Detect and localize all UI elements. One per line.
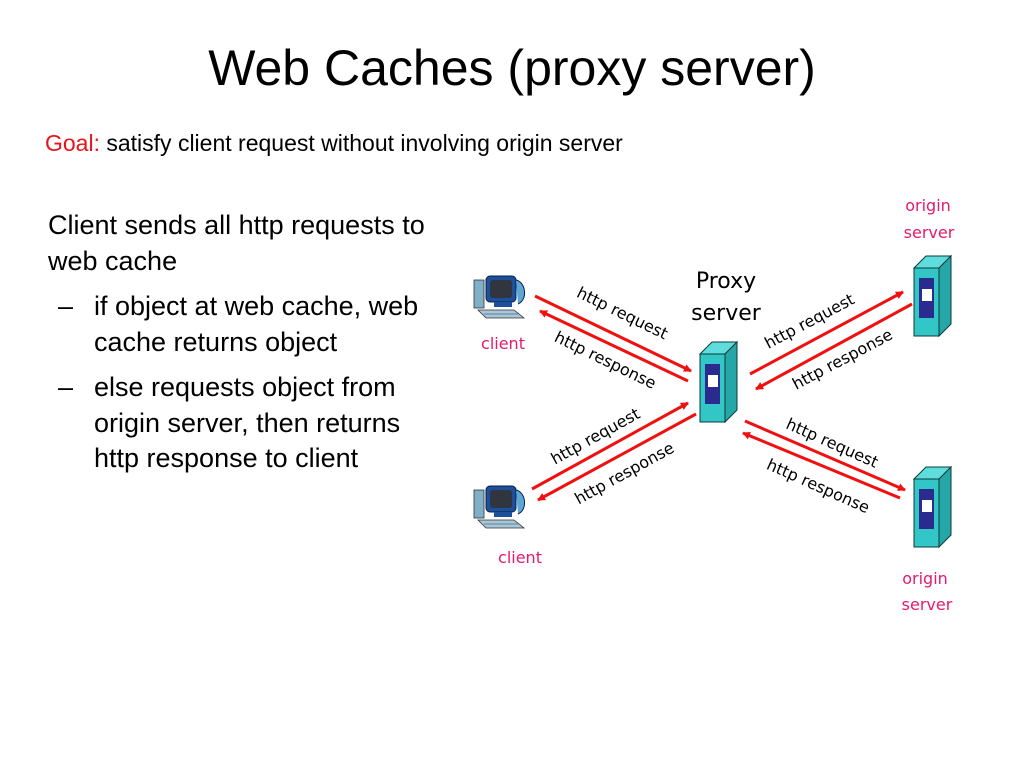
- slide-title: Web Caches (proxy server): [208, 40, 816, 96]
- client-label: client: [498, 548, 542, 567]
- arrow-proxy-origin-top-request: [749, 290, 904, 376]
- arrow-proxy-origin-top-response: [755, 302, 913, 391]
- goal-label: Goal:: [45, 130, 100, 156]
- arrow-client-bottom-response: [537, 412, 697, 502]
- sub-bullet-text: if object at web cache, web cache return…: [94, 291, 419, 357]
- origin-server-label: origin: [905, 196, 951, 215]
- origin-server-label: server: [902, 595, 953, 614]
- sub-bullet-cache-hit: – if object at web cache, web cache retu…: [48, 289, 448, 360]
- arrow-client-top-request: [534, 294, 692, 373]
- arrow-proxy-origin-bottom-response: [742, 431, 901, 500]
- origin-server-label: server: [904, 223, 955, 242]
- goal-statement: Goal: satisfy client request without inv…: [45, 128, 623, 158]
- goal-text: satisfy client request without involving…: [99, 130, 623, 156]
- origin-server-icon: [913, 255, 952, 337]
- origin-server-icon: [913, 466, 952, 548]
- bullet-main: Client sends all http requests to web ca…: [48, 210, 425, 276]
- dash-marker: –: [58, 372, 74, 402]
- arrow-client-top-response: [539, 309, 689, 383]
- client-computer-icon: [473, 275, 526, 319]
- proxy-server-label: Proxy: [696, 269, 756, 294]
- origin-server-label: origin: [902, 569, 948, 588]
- link-label-response: http response: [789, 325, 896, 394]
- bullet-list: Client sends all http requests to web ca…: [48, 208, 448, 477]
- client-computer-icon: [473, 485, 526, 529]
- client-label: client: [481, 334, 525, 353]
- proxy-server-icon: [699, 341, 738, 423]
- sub-bullet-cache-miss: – else requests object from origin serve…: [48, 370, 448, 477]
- proxy-server-label: server: [691, 301, 762, 326]
- arrow-proxy-origin-bottom-request: [744, 419, 906, 492]
- sub-bullet-text: else requests object from origin server,…: [94, 372, 401, 473]
- arrow-client-bottom-request: [531, 401, 689, 491]
- dash-marker: –: [58, 291, 74, 321]
